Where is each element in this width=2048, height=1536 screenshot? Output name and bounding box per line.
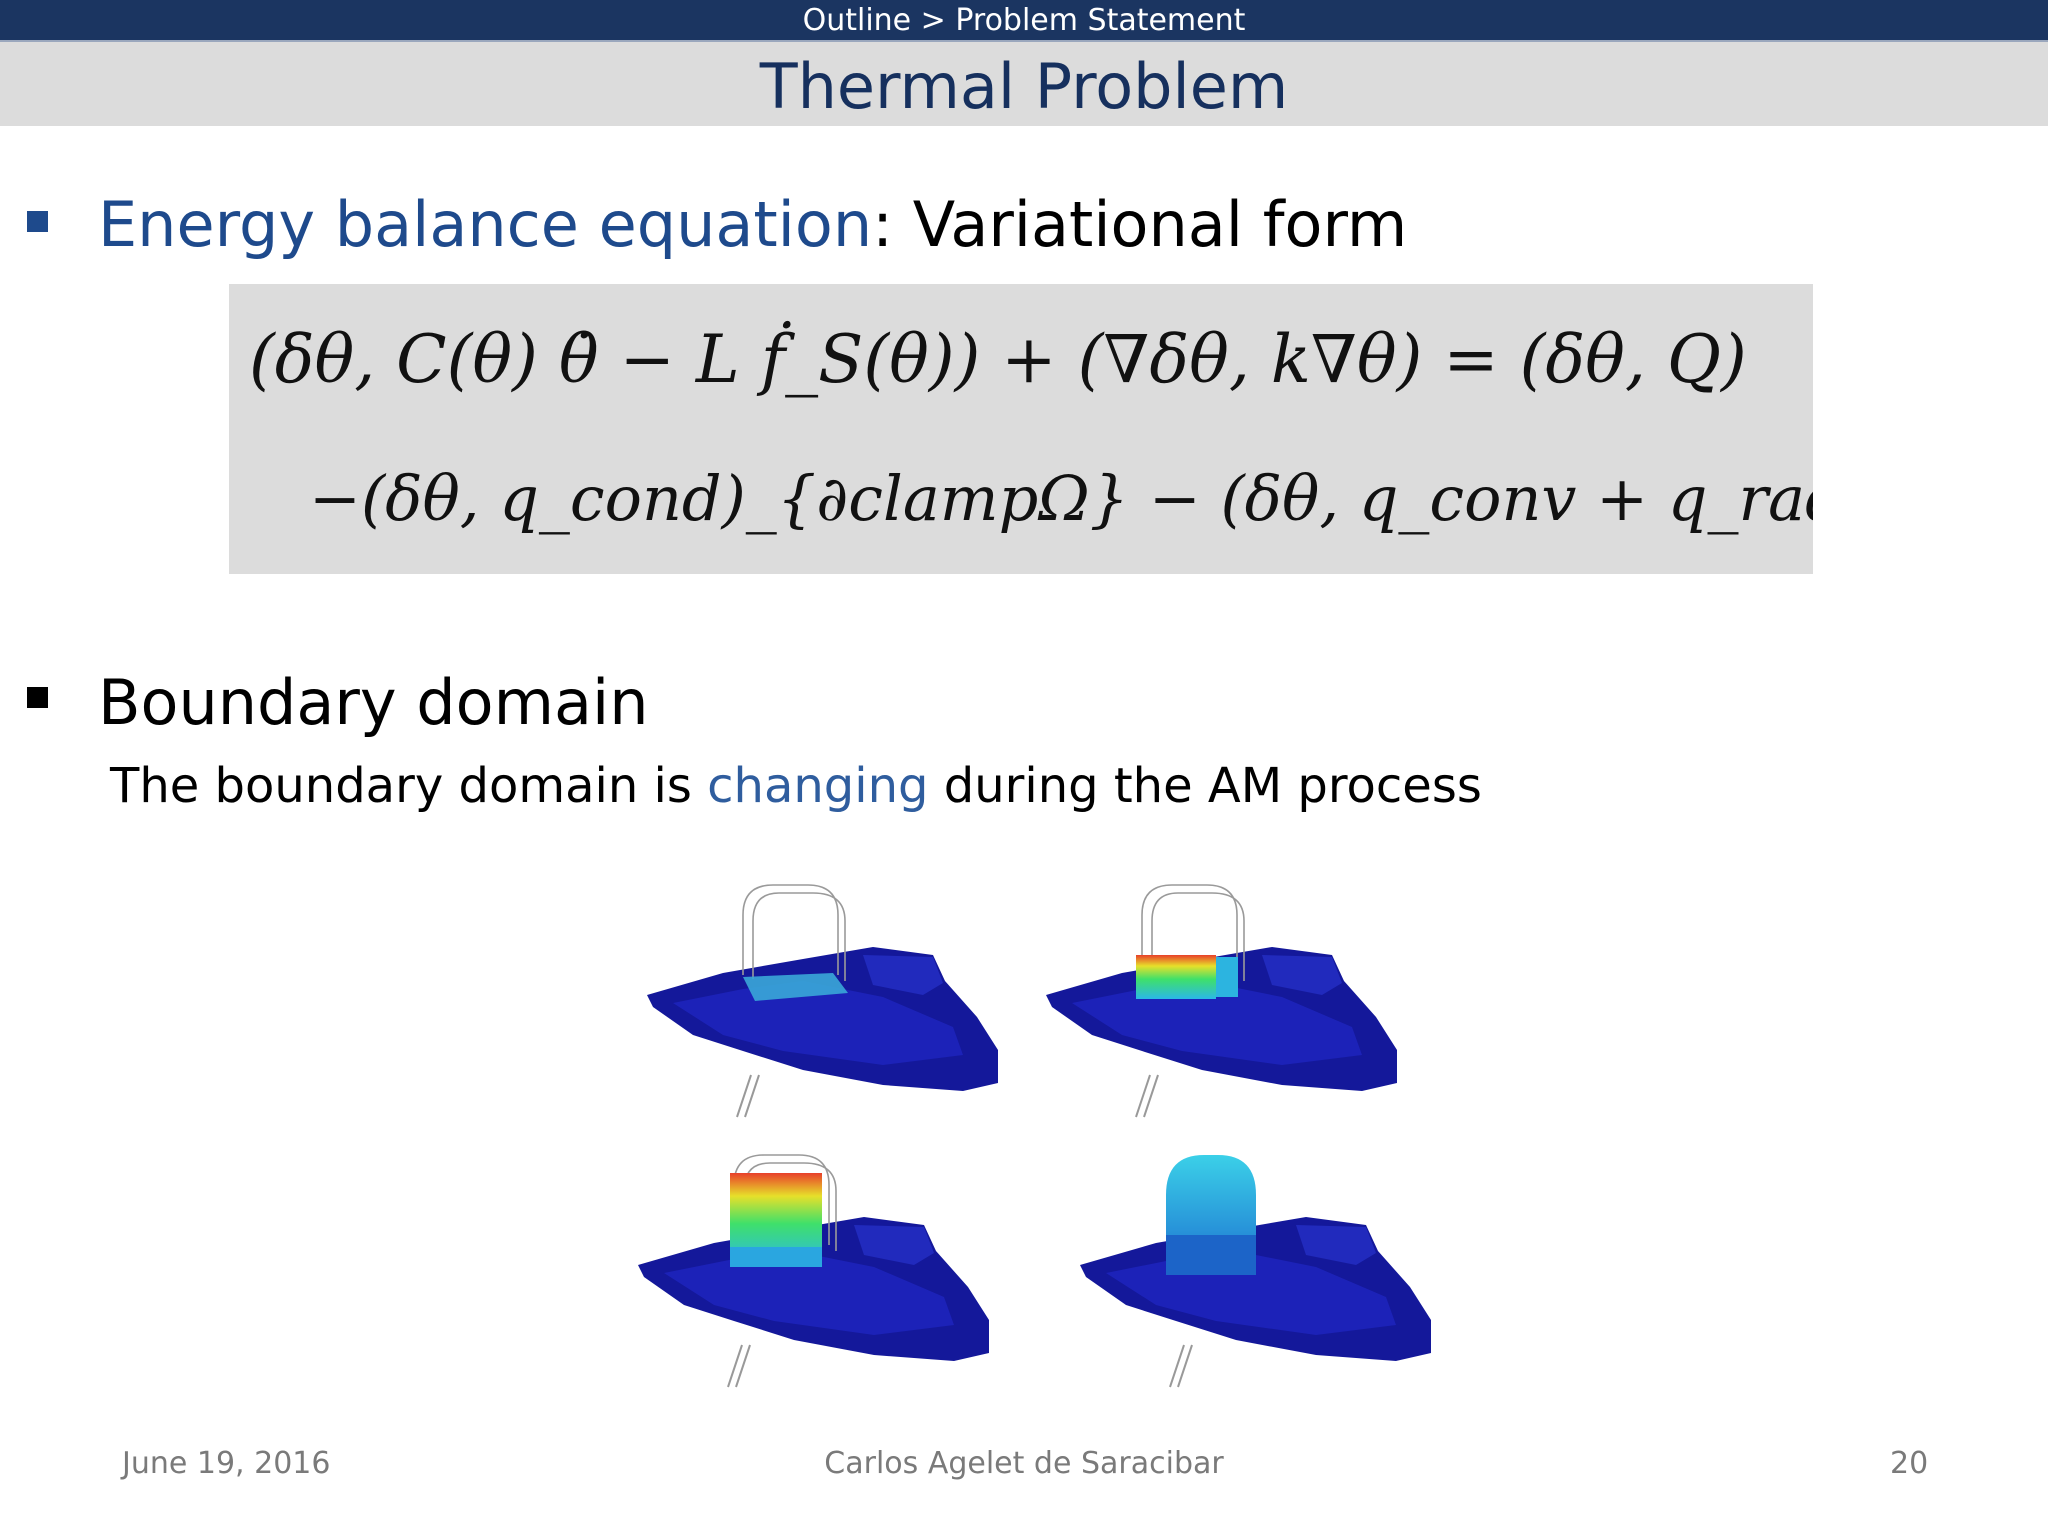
variational-equation: (δθ, C(θ) θ̇ − L ḟ_S(θ)) + (∇δθ, k∇θ) = … bbox=[249, 321, 1813, 535]
section-heading-energy: Energy balance equation: Variational for… bbox=[98, 188, 1407, 261]
part-state-2 bbox=[1045, 884, 1398, 1118]
sub-text-highlight: changing bbox=[707, 758, 929, 814]
heading-rest: : Variational form bbox=[872, 188, 1408, 261]
title-bar: Thermal Problem bbox=[0, 40, 2048, 126]
sub-text-before: The boundary domain is bbox=[110, 758, 708, 814]
am-process-figure bbox=[620, 870, 1440, 1410]
heading-highlight: Energy balance equation bbox=[98, 188, 873, 261]
equation-box: (δθ, C(θ) θ̇ − L ḟ_S(θ)) + (∇δθ, k∇θ) = … bbox=[229, 284, 1813, 574]
page-number: 20 bbox=[1890, 1446, 1929, 1481]
equation-line-2: −(δθ, q_cond)_{∂clampΩ} − (δθ, q_conv + … bbox=[309, 462, 1813, 535]
footer-author: Carlos Agelet de Saracibar bbox=[824, 1446, 1224, 1481]
boundary-description: The boundary domain is changing during t… bbox=[110, 758, 1482, 814]
equation-line-1: (δθ, C(θ) θ̇ − L ḟ_S(θ)) + (∇δθ, k∇θ) = … bbox=[249, 321, 1747, 398]
section-heading-boundary: Boundary domain bbox=[98, 666, 649, 739]
part-state-3 bbox=[637, 1154, 990, 1388]
slide-title: Thermal Problem bbox=[759, 50, 1289, 123]
part-state-4 bbox=[1079, 1155, 1432, 1388]
part-state-1 bbox=[646, 884, 999, 1118]
bullet-square-icon bbox=[27, 687, 48, 708]
breadcrumb: Outline > Problem Statement bbox=[0, 0, 2048, 40]
bullet-square-icon bbox=[27, 211, 48, 232]
sub-text-after: during the AM process bbox=[928, 758, 1482, 814]
footer-date: June 19, 2016 bbox=[122, 1446, 331, 1481]
